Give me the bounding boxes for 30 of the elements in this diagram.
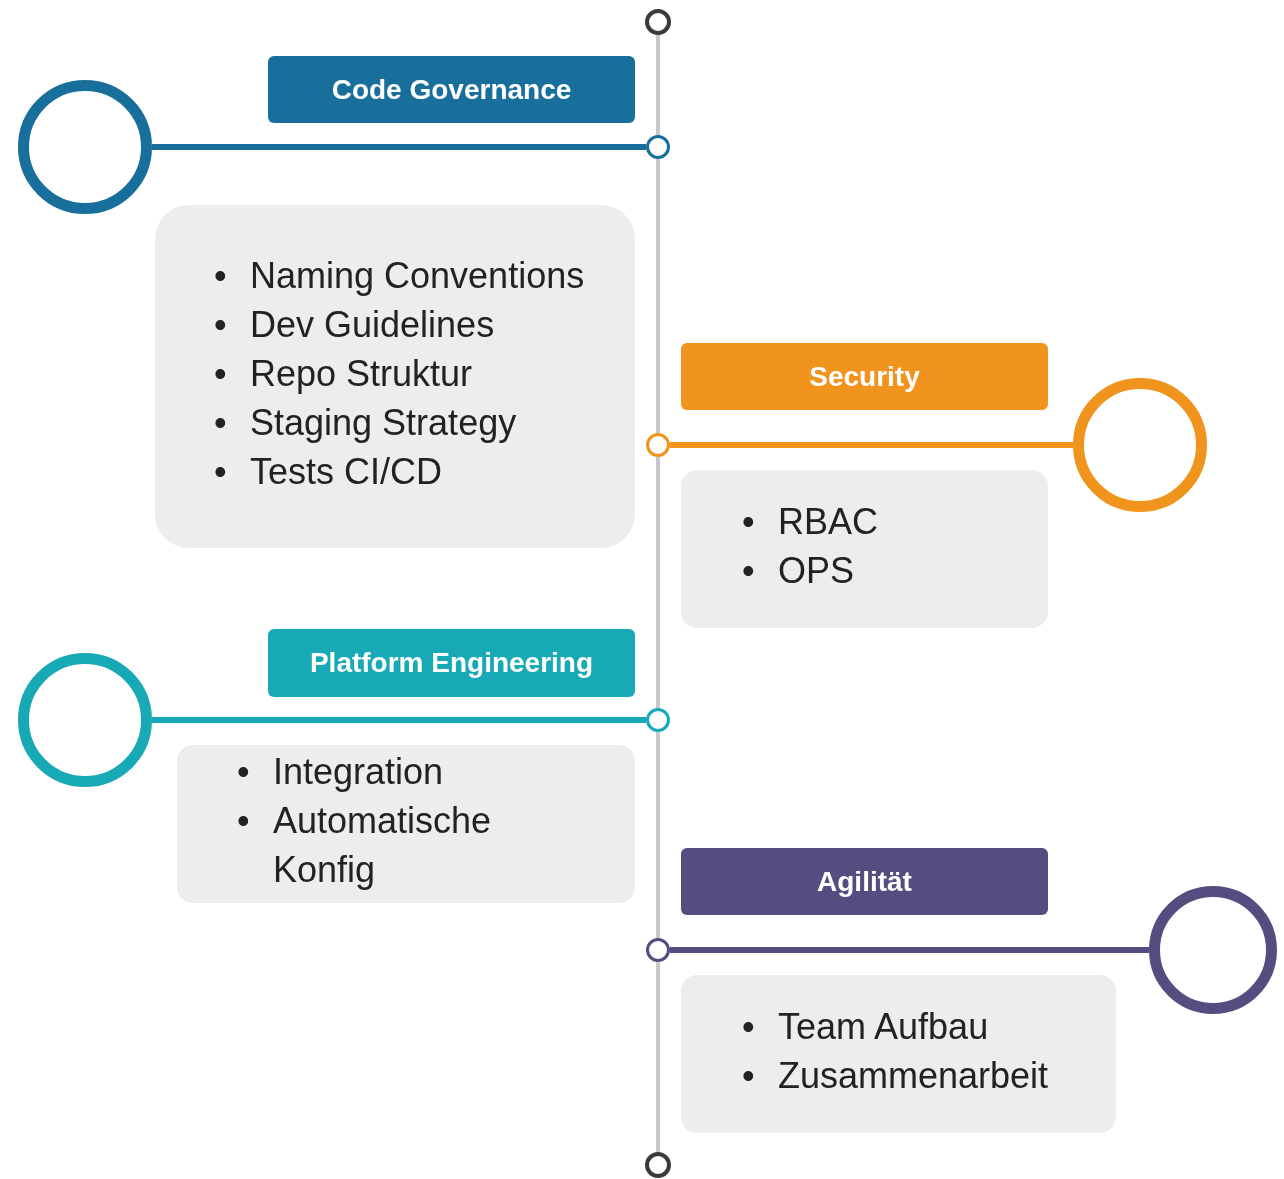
- timeline-line: [656, 159, 660, 433]
- title-banner: Security: [681, 343, 1048, 410]
- list-item: • Naming Conventions: [214, 254, 586, 298]
- connector-line: [152, 717, 646, 723]
- timeline-dot: [646, 938, 670, 962]
- list-item: • Tests CI/CD: [214, 450, 444, 494]
- connector-line: [670, 442, 1073, 448]
- title-banner: Platform Engineering: [268, 629, 635, 697]
- list-item: • Staging Strategy: [214, 401, 518, 445]
- list-item: • Zusammenarbeit: [742, 1054, 1050, 1098]
- timeline-line: [656, 732, 660, 938]
- list-item: • Dev Guidelines: [214, 303, 496, 347]
- list-item: • Team Aufbau: [742, 1005, 990, 1049]
- title-banner: Code Governance: [268, 56, 635, 123]
- timeline-dot: [646, 708, 670, 732]
- list-item: • RBAC: [742, 500, 880, 544]
- timeline-line: [656, 35, 660, 135]
- list-item: • OPS: [742, 549, 856, 593]
- timeline-line: [656, 962, 660, 1152]
- timeline-dot: [646, 433, 670, 457]
- list-item: • Integration: [237, 750, 445, 794]
- list-item: • Automatische Konfig: [237, 799, 493, 892]
- end-circle: [645, 1152, 671, 1178]
- timeline-line: [656, 457, 660, 708]
- end-circle: [645, 9, 671, 35]
- timeline-dot: [646, 135, 670, 159]
- list-item: • Repo Struktur: [214, 352, 474, 396]
- connector-line: [152, 144, 646, 150]
- title-banner: Agilität: [681, 848, 1048, 915]
- connector-line: [670, 947, 1149, 953]
